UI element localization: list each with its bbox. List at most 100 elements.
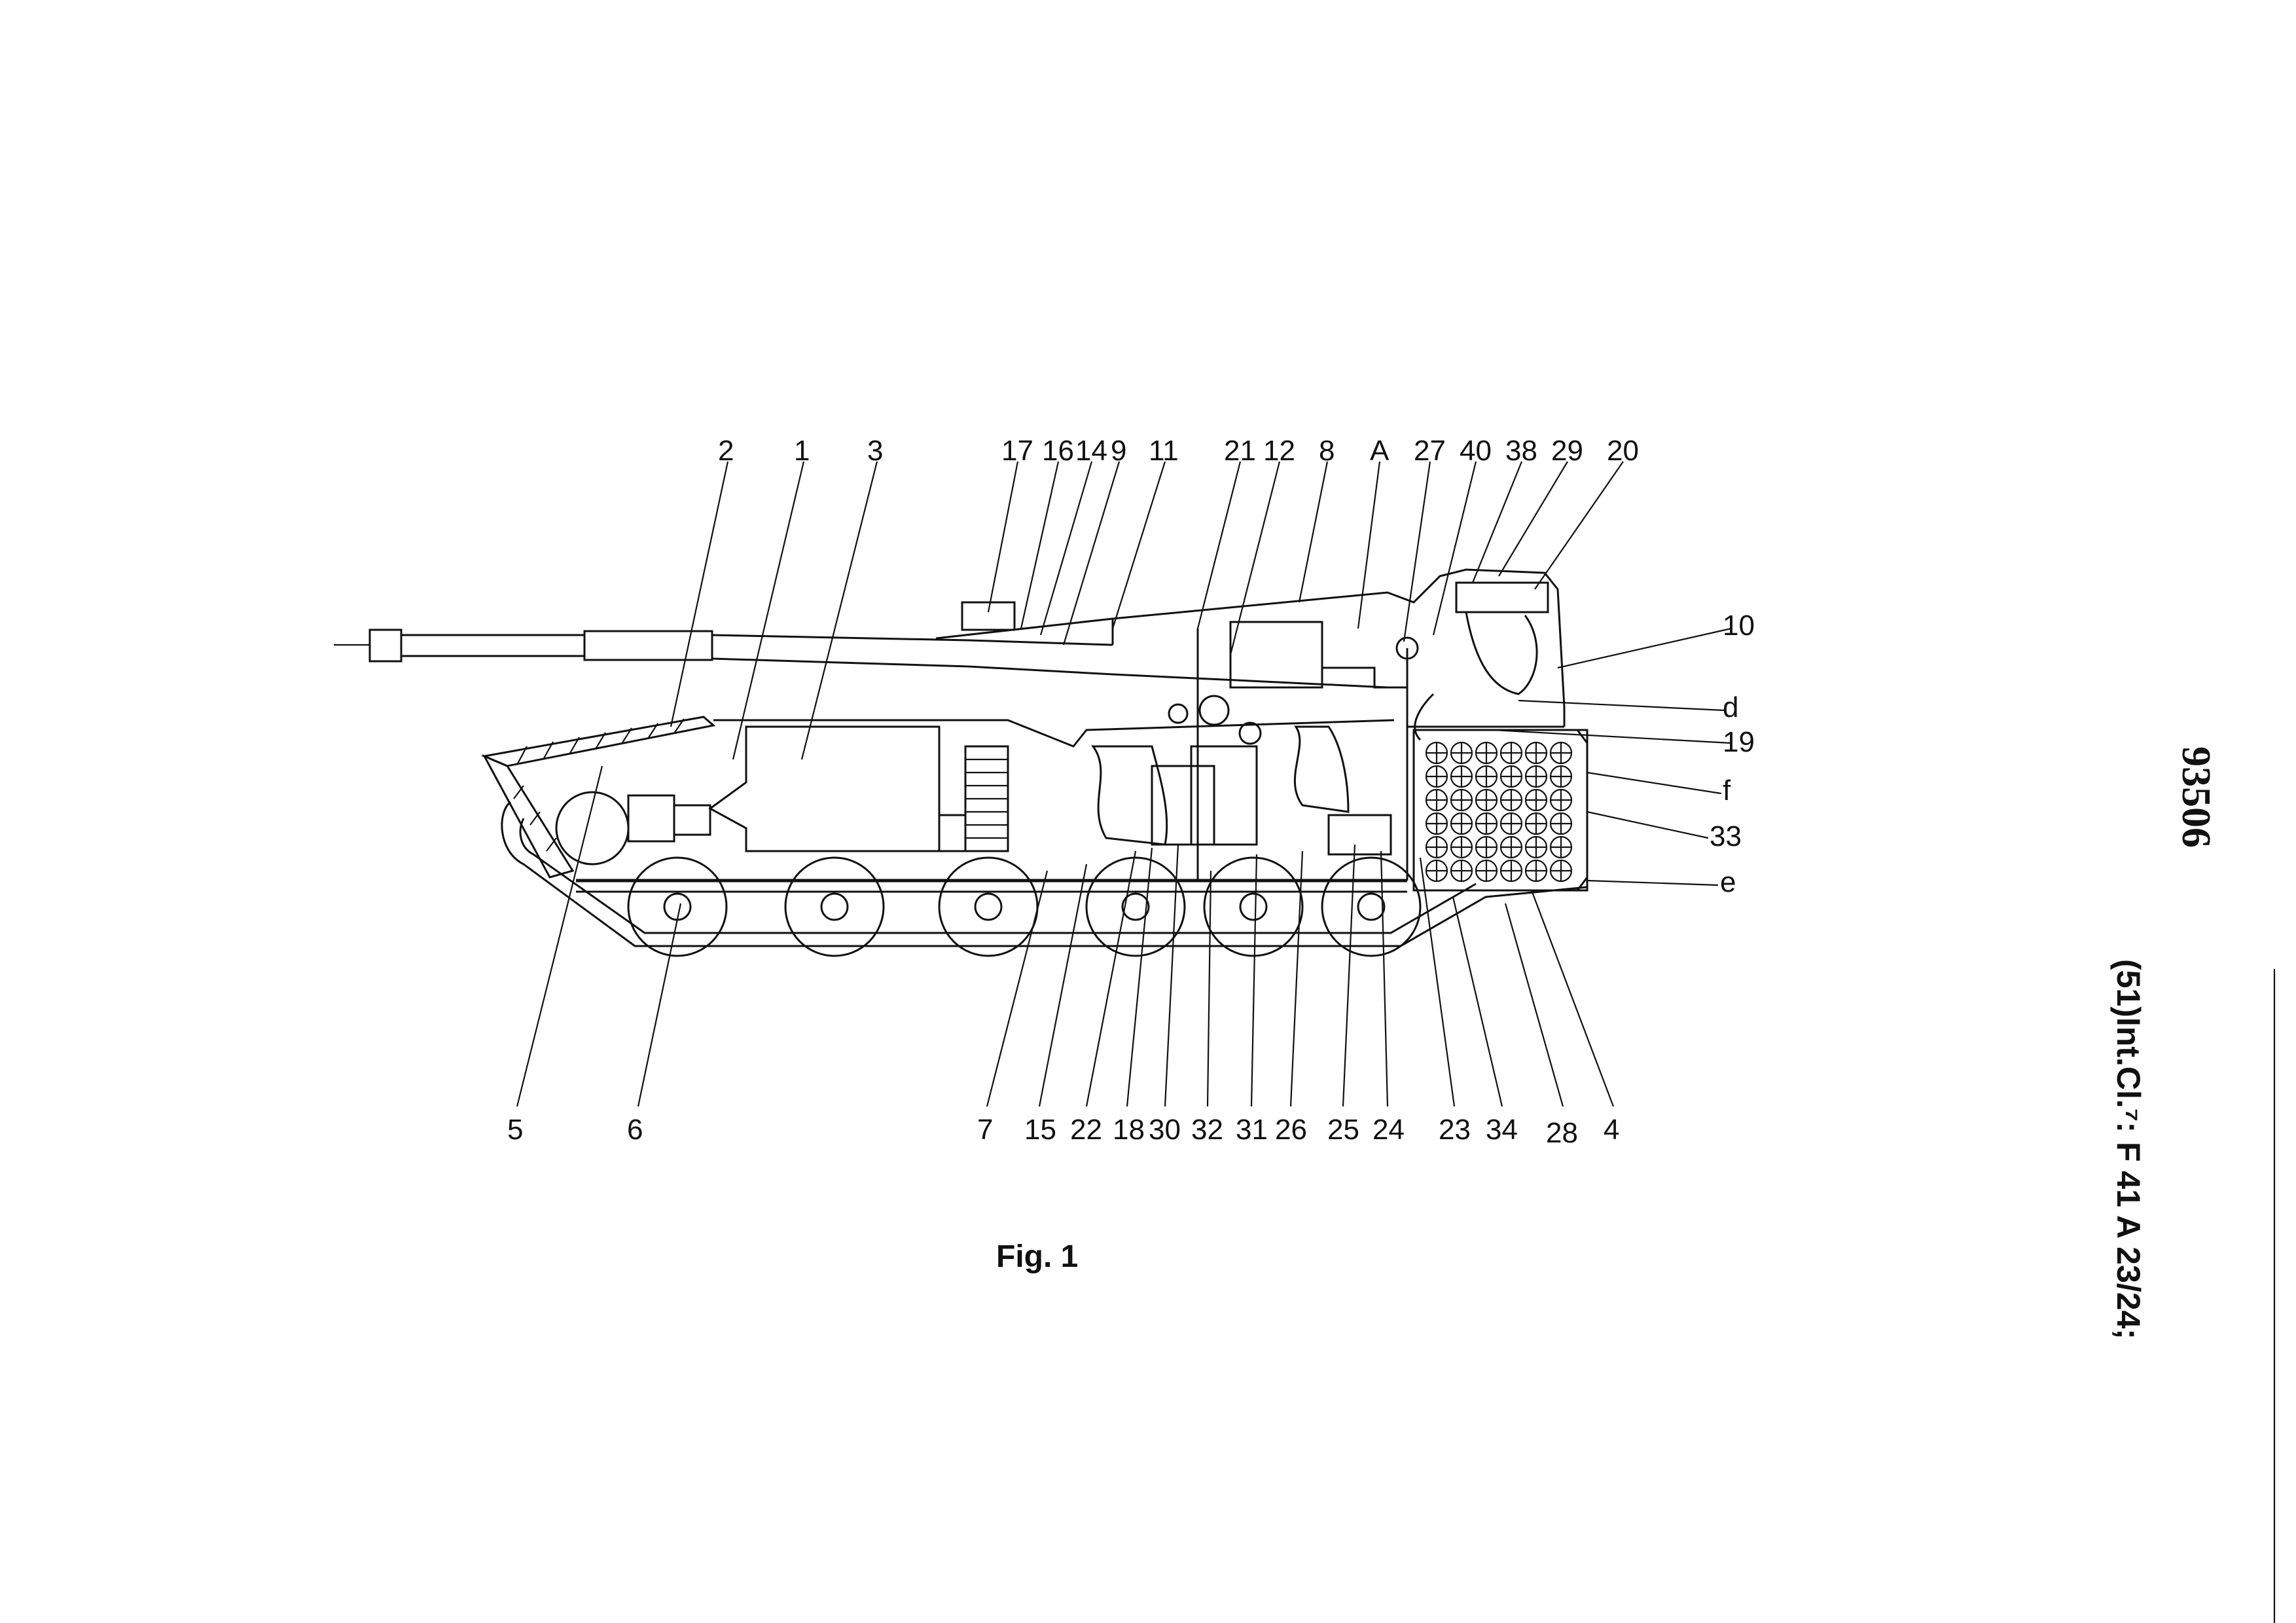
road-wheel [1085,856,1186,957]
road-wheel [1321,856,1422,957]
label-3: 3 [867,435,883,467]
ammo-round [1524,812,1548,835]
ammo-round [1499,812,1523,835]
figure-caption: Fig. 1 [996,1239,1078,1274]
label-33: 33 [1710,820,1742,852]
label-23: 23 [1439,1114,1471,1146]
road-wheel [784,856,885,957]
road-wheel-hub [1357,892,1386,921]
ammo-round [1450,741,1473,765]
label-11: 11 [1149,435,1179,467]
labels-top: 2 1 3 17 16 14 9 11 21 12 8 A 27 40 38 2… [718,435,1639,467]
label-10: 10 [1723,610,1755,642]
ammo-round [1425,788,1448,812]
label-2: 2 [718,435,734,467]
ammo-round [1499,741,1523,765]
track [501,801,1588,957]
ammo-round [1524,859,1548,883]
label-20: 20 [1607,435,1639,467]
ammo-round [1549,812,1573,835]
labels-bottom: 5 6 7 15 22 18 30 32 31 26 25 24 23 34 2… [507,1114,1619,1149]
label-16: 16 [1042,435,1074,467]
ammo-round [1425,859,1448,883]
ammo-round [1549,765,1573,788]
road-wheel [938,856,1039,957]
label-31: 31 [1236,1114,1268,1146]
label-25: 25 [1327,1114,1359,1146]
ammo-round [1475,765,1498,788]
ammo-round [1524,765,1548,788]
patent-number: 93506 [2174,746,2218,848]
ammo-round [1425,765,1448,788]
ammo-round [1475,835,1498,859]
road-wheel-hub [974,892,1003,921]
ammo-round [1524,788,1548,812]
label-1: 1 [794,435,810,467]
label-27: 27 [1414,435,1446,467]
label-e: e [1720,866,1736,898]
ammo-round [1450,765,1473,788]
ammo-round [1499,859,1523,883]
label-30: 30 [1149,1114,1181,1146]
label-17: 17 [1001,435,1033,467]
leader-lines [516,461,1732,1107]
road-wheel-hub [1239,892,1268,921]
label-28: 28 [1546,1117,1578,1149]
label-24: 24 [1372,1114,1405,1146]
ammo-round [1499,765,1523,788]
ammo-round [1425,835,1448,859]
ammo-round [1549,788,1573,812]
label-d: d [1723,691,1738,723]
ammo-round [1475,788,1498,812]
label-7: 7 [977,1114,993,1146]
turret [935,568,1566,741]
ammo-round [1450,835,1473,859]
label-8: 8 [1319,435,1335,467]
ammo-round [1425,812,1448,835]
road-wheel-hub [820,892,849,921]
label-38: 38 [1505,435,1537,467]
label-40: 40 [1460,435,1492,467]
label-9: 9 [1111,435,1126,467]
ammo-round [1524,741,1548,765]
ammo-round [1450,788,1473,812]
label-A: A [1370,435,1390,467]
classification-code: (51)Int.Cl.⁷: F 41 A 23/24; [2110,959,2147,1340]
labels-right: 10 d 19 f 33 e [1710,610,1755,898]
ammo-round [1450,812,1473,835]
ammo-round [1499,788,1523,812]
crew-compartment [1091,629,1419,881]
ammo-round [1425,741,1448,765]
ammo-round [1475,812,1498,835]
hull [480,716,1588,893]
label-18: 18 [1113,1114,1145,1146]
tank-cutaway-illustration [334,461,1732,1107]
ammo-round [1524,835,1548,859]
engine [555,725,1009,866]
label-12: 12 [1263,435,1295,467]
label-22: 22 [1070,1114,1102,1146]
label-29: 29 [1551,435,1583,467]
ammo-round [1549,859,1573,883]
ammo-round [1475,859,1498,883]
ammo-round [1549,835,1573,859]
ammunition-rack [1425,741,1573,883]
label-14: 14 [1075,435,1107,467]
label-21: 21 [1224,435,1256,467]
road-wheel [1203,856,1304,957]
road-wheels [627,856,1422,957]
ammo-round [1499,835,1523,859]
label-15: 15 [1024,1114,1056,1146]
label-32: 32 [1191,1114,1223,1146]
label-6: 6 [627,1114,643,1146]
label-26: 26 [1275,1114,1307,1146]
gun-barrel [334,601,1113,676]
ammo-round [1475,741,1498,765]
label-5: 5 [507,1114,523,1146]
road-wheel [627,856,728,957]
label-19: 19 [1723,726,1755,758]
ammo-round [1549,741,1573,765]
glacis-hatching [516,718,685,765]
road-wheel-hub [1121,892,1150,921]
